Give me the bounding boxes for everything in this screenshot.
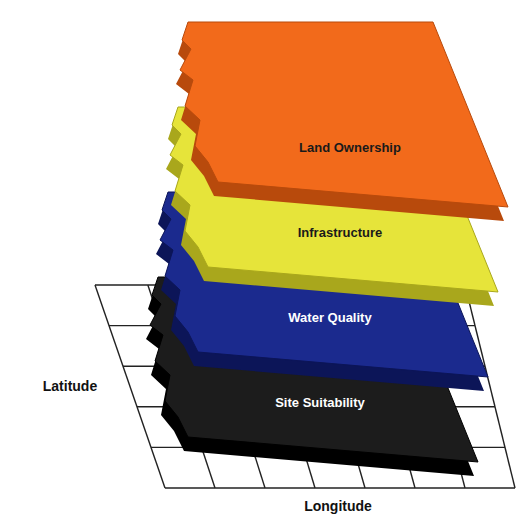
axis-label: Latitude xyxy=(41,378,99,394)
layer-shape xyxy=(178,22,518,222)
axis-label: Longitude xyxy=(302,498,374,514)
layer-label: Land Ownership xyxy=(299,140,401,156)
layer-label: Water Quality xyxy=(288,310,371,326)
map-layer: Land Ownership xyxy=(178,22,518,222)
layer-label: Infrastructure xyxy=(298,225,383,241)
layer-face xyxy=(180,22,508,207)
grid-line xyxy=(165,487,515,488)
layer-label: Site Suitability xyxy=(275,395,365,411)
